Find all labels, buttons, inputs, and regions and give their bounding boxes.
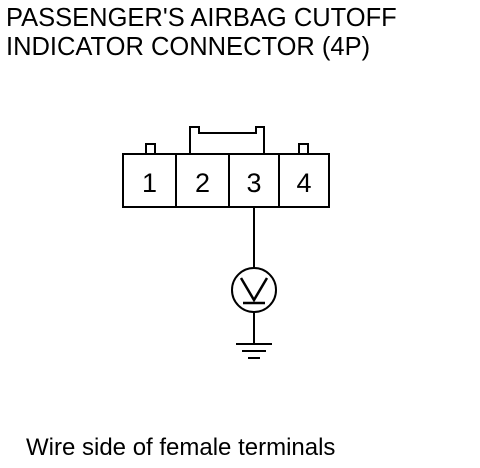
- voltmeter-symbol: [231, 267, 277, 313]
- pin-number-2: 2: [195, 168, 210, 198]
- ground-icon: [236, 343, 272, 359]
- lock-tab-left: [145, 143, 156, 155]
- title-line-1: PASSENGER'S AIRBAG CUTOFF: [6, 4, 397, 32]
- pin-number-4: 4: [296, 168, 311, 198]
- lock-tab-right: [298, 143, 309, 155]
- diagram-title: PASSENGER'S AIRBAG CUTOFF INDICATOR CONN…: [6, 4, 397, 62]
- connector-housing: [122, 153, 330, 208]
- view-caption: Wire side of female terminals: [26, 434, 336, 461]
- pin-2-3-jumper: [189, 126, 265, 154]
- title-line-2: INDICATOR CONNECTOR (4P): [6, 33, 371, 61]
- voltmeter-v-glyph: [239, 277, 269, 305]
- pin-number-3: 3: [246, 168, 261, 198]
- pin-number-1: 1: [142, 168, 157, 198]
